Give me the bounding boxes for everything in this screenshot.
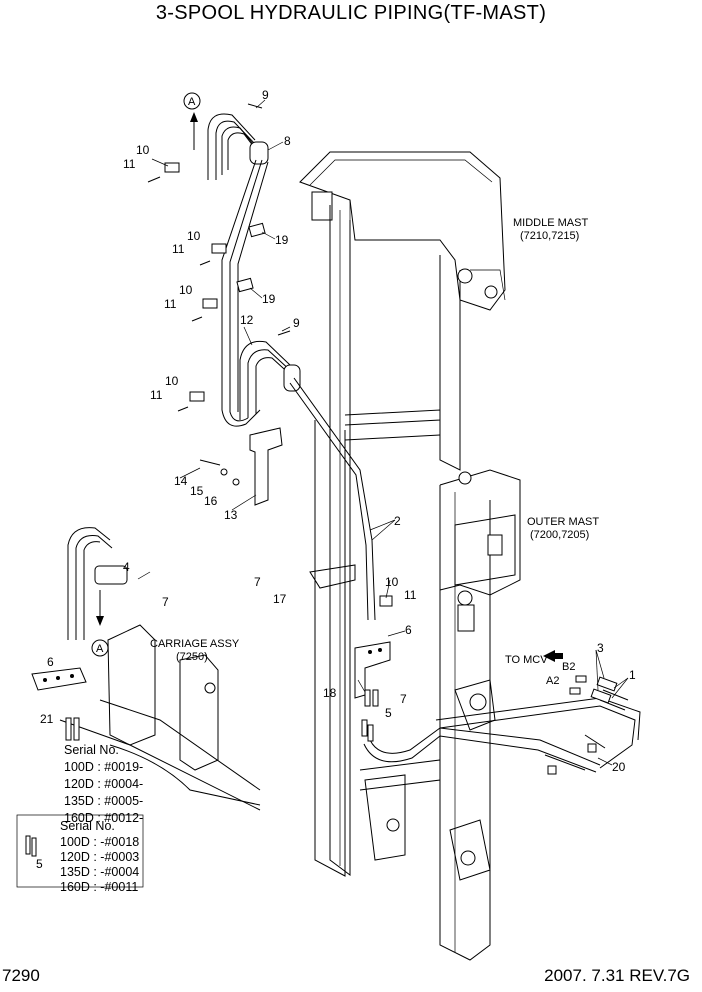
callout-18: 18 bbox=[323, 686, 337, 700]
serial-1-line-120d: 120D : #0004- bbox=[64, 777, 143, 791]
callout-19-a: 19 bbox=[275, 233, 289, 247]
callout-13: 13 bbox=[224, 508, 238, 522]
carriage-code: (7250) bbox=[176, 651, 208, 663]
date-revision: 2007. 7.31 REV.7G bbox=[544, 966, 690, 985]
callout-14: 14 bbox=[174, 474, 188, 488]
callout-16: 16 bbox=[204, 494, 218, 508]
callout-19-b: 19 bbox=[262, 292, 276, 306]
callout-20: 20 bbox=[612, 760, 626, 774]
outer-mast-drawing bbox=[314, 409, 521, 961]
serial-1-line-100d: 100D : #0019- bbox=[64, 760, 143, 774]
serial-2-line-120d: 120D : -#0003 bbox=[60, 850, 139, 864]
view-a-marker-inset: A bbox=[96, 643, 104, 655]
serial-2-heading: Serial No. bbox=[60, 819, 115, 833]
callout-17: 17 bbox=[273, 592, 287, 606]
callout-5: 5 bbox=[385, 706, 392, 720]
callout-10-e: 10 bbox=[385, 575, 399, 589]
middle-mast-drawing bbox=[299, 151, 506, 876]
serial-note-2: Serial No. 5 100D : -#0018 120D : -#0003… bbox=[16, 814, 144, 894]
serial-2-line-100d: 100D : -#0018 bbox=[60, 835, 139, 849]
callout-21: 21 bbox=[40, 712, 54, 726]
callout-numbers: 9 8 10 11 19 10 11 10 19 11 12 9 10 11 1… bbox=[40, 88, 636, 774]
callout-7-c: 7 bbox=[400, 692, 407, 706]
callout-9-top: 9 bbox=[262, 88, 269, 102]
callout-15: 15 bbox=[190, 484, 204, 498]
upper-hose-assembly bbox=[147, 92, 376, 621]
callout-4: 4 bbox=[123, 560, 130, 574]
serial-2-line-135d: 135D : -#0004 bbox=[60, 865, 139, 879]
callout-11-d: 11 bbox=[150, 388, 163, 402]
callout-11-a: 11 bbox=[123, 157, 136, 171]
to-mcv-label: TO MCV bbox=[505, 654, 548, 666]
callout-11-b: 11 bbox=[172, 242, 185, 256]
outer-mast-code: (7200,7205) bbox=[530, 529, 589, 541]
port-a2-label: A2 bbox=[546, 675, 559, 687]
serial-2-line-160d: 160D : -#0011 bbox=[60, 880, 138, 894]
serial-1-heading: Serial No. bbox=[64, 743, 119, 757]
callout-12: 12 bbox=[240, 313, 254, 327]
callout-6-a: 6 bbox=[47, 655, 54, 669]
callout-10-d: 10 bbox=[165, 374, 179, 388]
middle-mast-label: MIDDLE MAST bbox=[513, 217, 588, 229]
carriage-inset bbox=[31, 527, 261, 811]
callout-3: 3 bbox=[597, 641, 604, 655]
callout-11-c: 11 bbox=[164, 297, 177, 311]
callout-10-c: 10 bbox=[179, 283, 193, 297]
callout-11-e: 11 bbox=[404, 588, 417, 602]
serial-1-line-135d: 135D : #0005- bbox=[64, 794, 143, 808]
outer-mast-label: OUTER MAST bbox=[527, 516, 599, 528]
page-title: 3-SPOOL HYDRAULIC PIPING(TF-MAST) bbox=[155, 2, 547, 24]
callout-5-serial: 5 bbox=[36, 857, 43, 871]
assembly-labels: MIDDLE MAST (7210,7215) OUTER MAST (7200… bbox=[96, 96, 599, 687]
view-a-marker-top: A bbox=[188, 96, 196, 108]
callout-10-a: 10 bbox=[136, 143, 150, 157]
serial-1-line-160d: 160D : #0012- bbox=[64, 811, 143, 825]
callout-7-b: 7 bbox=[254, 575, 261, 589]
callout-leaders bbox=[137, 99, 629, 766]
callout-7-a: 7 bbox=[162, 595, 169, 609]
port-b2-label: B2 bbox=[562, 661, 575, 673]
page-number: 7290 bbox=[2, 966, 40, 985]
lower-hose-assembly bbox=[309, 564, 641, 775]
serial-note-1: Serial No. 100D : #0019- 120D : #0004- 1… bbox=[64, 743, 143, 825]
callout-6-b: 6 bbox=[405, 623, 412, 637]
serial-2-box bbox=[16, 814, 144, 888]
callout-1: 1 bbox=[629, 668, 636, 682]
callout-8: 8 bbox=[284, 134, 291, 148]
callout-2: 2 bbox=[394, 514, 401, 528]
callout-10-b: 10 bbox=[187, 229, 201, 243]
callout-9-mid: 9 bbox=[293, 316, 300, 330]
carriage-label: CARRIAGE ASSY bbox=[150, 638, 240, 650]
middle-mast-code: (7210,7215) bbox=[520, 230, 579, 242]
